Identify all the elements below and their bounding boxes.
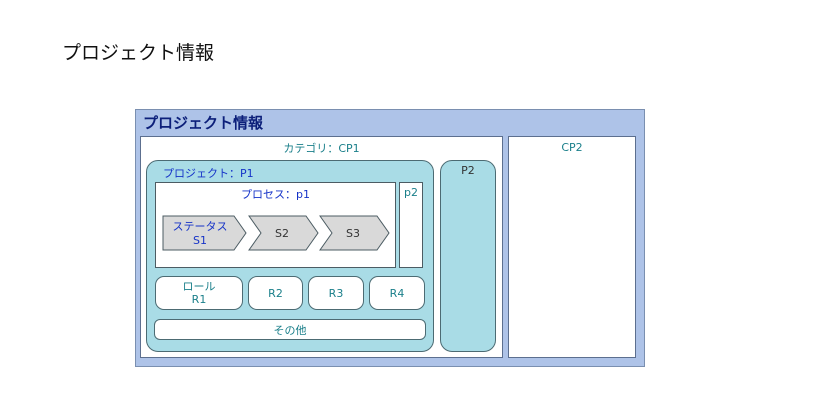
other-label: その他 xyxy=(273,323,307,337)
status-s1-line1: ステータス xyxy=(173,220,228,233)
status-s2-label: S2 xyxy=(275,227,289,240)
frame-title: プロジェクト情報 xyxy=(143,114,264,132)
status-chevron-s2 xyxy=(248,215,319,251)
category-cp1-label: カテゴリ：CP1 xyxy=(283,142,360,155)
role-r3-label: R3 xyxy=(328,286,344,300)
status-chevron-s1 xyxy=(162,215,247,251)
other-box: その他 xyxy=(154,319,426,340)
process-p2-label: p2 xyxy=(404,186,418,199)
category-cp2-label: CP2 xyxy=(561,141,583,154)
role-r3: R3 xyxy=(308,276,364,310)
role-r4: R4 xyxy=(369,276,425,310)
role-r2: R2 xyxy=(248,276,303,310)
role-r2-label: R2 xyxy=(268,286,283,300)
category-cp2-box xyxy=(508,136,636,358)
role-r1: ロール R1 xyxy=(155,276,243,310)
status-s1-line2: S1 xyxy=(193,234,207,247)
process-p1-label: プロセス：p1 xyxy=(241,188,310,201)
process-p2-box xyxy=(399,182,423,268)
status-s3-label: S3 xyxy=(346,227,360,240)
project-p2-box xyxy=(440,160,496,352)
role-r1-line1: ロール xyxy=(182,280,216,293)
role-r4-label: R4 xyxy=(389,286,405,300)
role-r1-line2: R1 xyxy=(191,293,207,306)
project-p2-label: P2 xyxy=(461,164,475,177)
project-p1-label: プロジェクト：P1 xyxy=(163,167,254,180)
page-title: プロジェクト情報 xyxy=(62,42,215,64)
status-chevron-s3 xyxy=(319,215,390,251)
